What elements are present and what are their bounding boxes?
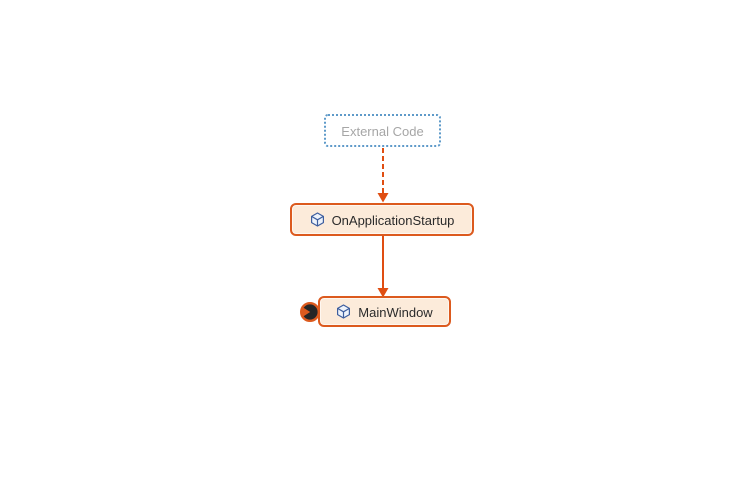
node-label: OnApplicationStartup <box>331 212 455 228</box>
arrowhead-down-icon <box>377 288 389 298</box>
cube-icon <box>310 212 324 227</box>
cube-icon <box>337 304 351 319</box>
node-label: External Code <box>341 123 424 139</box>
edge-onapplicationstartup-to-mainwindow[interactable] <box>377 236 389 298</box>
edge-externalcode-to-onapplicationstartup[interactable] <box>377 148 389 203</box>
node-onapplicationstartup[interactable]: OnApplicationStartup <box>290 203 474 236</box>
node-label: MainWindow <box>358 304 433 320</box>
node-external-code[interactable]: External Code <box>324 114 441 147</box>
arrowhead-down-icon <box>377 193 389 203</box>
badge-play-wedge-icon <box>302 306 311 318</box>
node-mainwindow[interactable]: MainWindow <box>318 296 451 327</box>
